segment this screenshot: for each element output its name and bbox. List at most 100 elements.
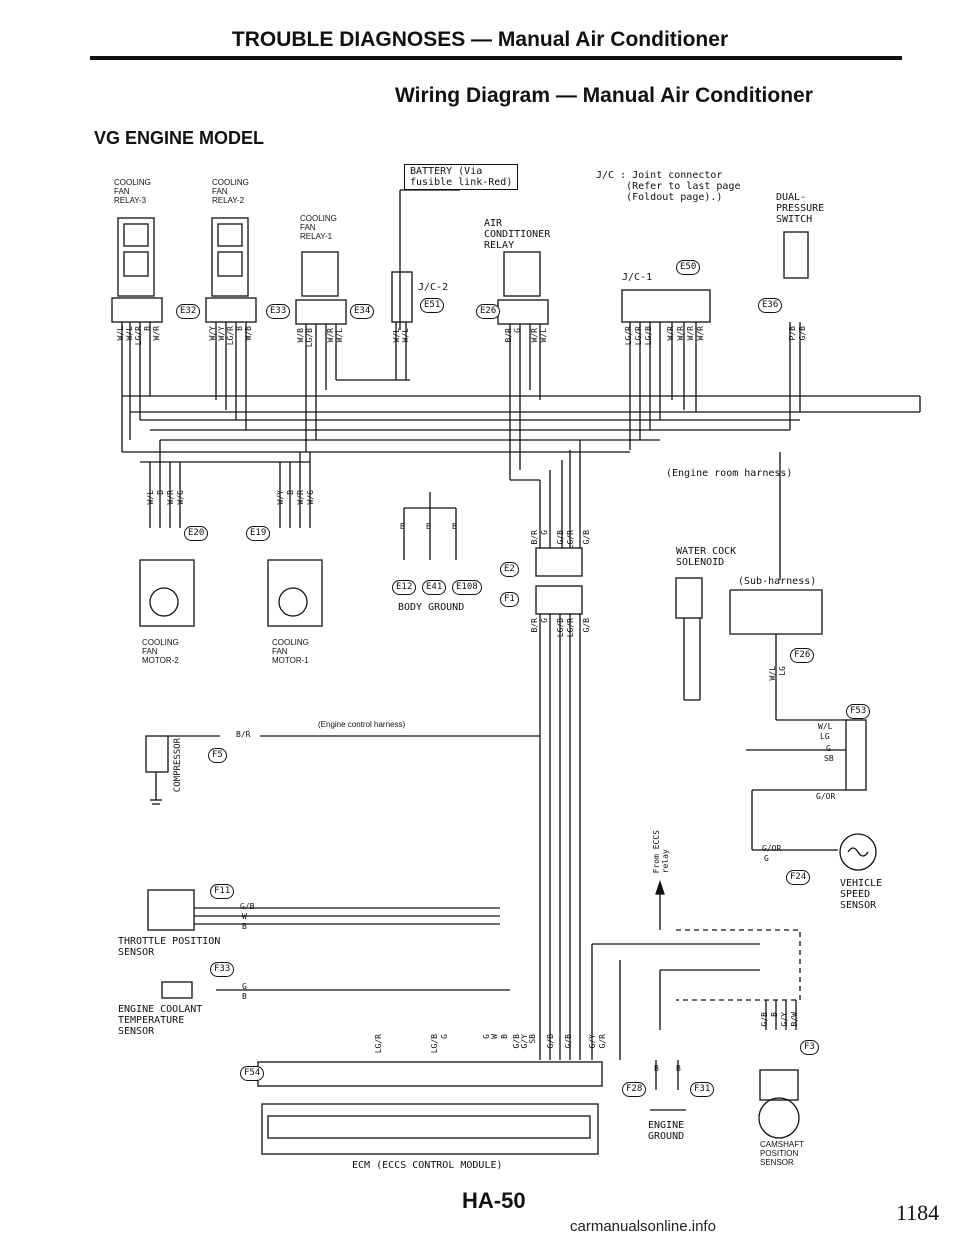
wire-label: W bbox=[490, 1034, 499, 1039]
wire-label: G bbox=[513, 328, 522, 333]
wire-label: G bbox=[242, 982, 247, 991]
water-cock-solenoid-label: WATER COCK SOLENOID bbox=[676, 546, 737, 568]
ac-relay-box bbox=[503, 251, 541, 297]
wire-label: G bbox=[540, 530, 549, 535]
fan-motor-2-box bbox=[139, 559, 195, 627]
wire-label: G bbox=[440, 1034, 449, 1039]
wire-label: W/R bbox=[676, 326, 685, 341]
wire-label: W/R bbox=[166, 490, 175, 505]
connector-e20: E20 bbox=[184, 526, 209, 541]
wire-label: W/B bbox=[244, 326, 253, 341]
ecm-module bbox=[261, 1103, 599, 1155]
connector-f5: F5 bbox=[208, 748, 227, 763]
wire-label: W/G bbox=[176, 490, 185, 505]
wire-label: LG/R bbox=[566, 618, 575, 638]
connector-f28: F28 bbox=[622, 1082, 647, 1097]
wire-label: G/OR bbox=[762, 844, 782, 853]
wire-label: G/Y bbox=[588, 1034, 597, 1049]
wire-label: SB bbox=[824, 754, 834, 763]
page-code: HA-50 bbox=[462, 1188, 526, 1213]
wire-label: B bbox=[770, 1012, 779, 1017]
connector-e51: E51 bbox=[420, 298, 445, 313]
engine-ground-label: ENGINE GROUND bbox=[648, 1120, 685, 1142]
battery-label: BATTERY (Via fusible link-Red) bbox=[404, 164, 519, 190]
wire-label: G/B bbox=[556, 530, 565, 545]
wire-label: W/Y bbox=[208, 326, 217, 341]
connector-e32: E32 bbox=[176, 304, 201, 319]
wire-label: G/R bbox=[598, 1034, 607, 1049]
cooling-fan-relay-1-label: COOLING FAN RELAY-1 bbox=[300, 214, 337, 241]
connector-e34: E34 bbox=[350, 304, 375, 319]
wire-label: LG/R bbox=[134, 326, 143, 346]
wire-label: B/R bbox=[236, 730, 251, 739]
cooling-fan-relay-2-label: COOLING FAN RELAY-2 bbox=[212, 178, 249, 205]
connector-f3: F3 bbox=[800, 1040, 819, 1055]
wire-label: G/Y bbox=[780, 1012, 789, 1027]
connector-f11: F11 bbox=[210, 884, 235, 899]
compressor-label: COMPRESSOR bbox=[173, 738, 183, 793]
wire-label: LG/R bbox=[374, 1034, 383, 1054]
wire-label: G/OR bbox=[816, 792, 836, 801]
cooling-fan-motor-1-label: COOLING FAN MOTOR-1 bbox=[272, 638, 309, 665]
wire-label: W/L bbox=[818, 722, 833, 731]
wire-label: LG/R bbox=[226, 326, 235, 346]
jc-note-label: J/C : Joint connector (Refer to last pag… bbox=[596, 170, 741, 203]
wire-label: LG/R bbox=[624, 326, 633, 346]
connector-e36: E36 bbox=[758, 298, 783, 313]
wire-label: LG/B bbox=[305, 328, 314, 348]
wire-label: W bbox=[242, 912, 247, 921]
cooling-fan-motor-2-label: COOLING FAN MOTOR-2 bbox=[142, 638, 179, 665]
dual-switch-box bbox=[783, 231, 809, 279]
ac-relay-label: AIR CONDITIONER RELAY bbox=[484, 218, 551, 251]
jc2-label: J/C-2 bbox=[418, 282, 449, 293]
wire-label: B bbox=[400, 522, 405, 531]
wire-label: B bbox=[426, 522, 431, 531]
wire-label: B bbox=[286, 490, 295, 495]
connector-f33: F33 bbox=[210, 962, 235, 977]
wire-label: G/B bbox=[582, 530, 591, 545]
wire-label: W/L bbox=[125, 326, 134, 341]
wire-label: LG/B bbox=[644, 326, 653, 346]
jc1-box bbox=[621, 289, 711, 323]
connector-e19: E19 bbox=[246, 526, 271, 541]
wire-label: B bbox=[452, 522, 457, 531]
relay-3-box bbox=[117, 217, 155, 297]
connector-f54: F54 bbox=[240, 1066, 265, 1081]
wire-label: G/B bbox=[240, 902, 255, 911]
wire-label: B bbox=[143, 326, 152, 331]
wire-label: W/L bbox=[768, 666, 777, 681]
relay-2-box bbox=[211, 217, 249, 297]
wire-label: W/L bbox=[146, 490, 155, 505]
wire-label: W/L bbox=[401, 328, 410, 343]
connector-f31: F31 bbox=[690, 1082, 715, 1097]
wire-label: G bbox=[540, 618, 549, 623]
engine-model-label: VG ENGINE MODEL bbox=[94, 128, 265, 148]
wire-label: B bbox=[242, 922, 247, 931]
wire-label: B bbox=[676, 1064, 681, 1073]
page-number: 1184 bbox=[896, 1200, 940, 1225]
title-rule bbox=[90, 56, 902, 60]
wire-label: W/R bbox=[152, 326, 161, 341]
wire-label: B/R bbox=[504, 328, 513, 343]
page-title: TROUBLE DIAGNOSES — Manual Air Condition… bbox=[231, 28, 729, 51]
wire-label: LG bbox=[820, 732, 830, 741]
wire-label: G/B bbox=[798, 326, 807, 341]
wire-label: B/W bbox=[790, 1012, 799, 1027]
fan-motor-1-box bbox=[267, 559, 323, 627]
wire-label: LG bbox=[778, 666, 787, 676]
vehicle-speed-sensor-label: VEHICLE SPEED SENSOR bbox=[840, 878, 883, 911]
wire-label: W/R bbox=[296, 490, 305, 505]
wire-label: P/B bbox=[788, 326, 797, 341]
jc1-label: J/C-1 bbox=[622, 272, 653, 283]
wire-label: W/R bbox=[696, 326, 705, 341]
wire-label: W/Y bbox=[276, 490, 285, 505]
wire-label: LG/R bbox=[634, 326, 643, 346]
watermark: carmanualsonline.info bbox=[570, 1218, 716, 1235]
wire-label: B bbox=[235, 326, 244, 331]
wire-label: G bbox=[826, 744, 831, 753]
wire-label: B/R bbox=[530, 618, 539, 633]
ecm-label: ECM (ECCS CONTROL MODULE) bbox=[352, 1160, 503, 1171]
connector-f26: F26 bbox=[790, 648, 815, 663]
wire-label: LG/B bbox=[430, 1034, 439, 1054]
diagram-title: Wiring Diagram — Manual Air Conditioner bbox=[395, 84, 813, 107]
